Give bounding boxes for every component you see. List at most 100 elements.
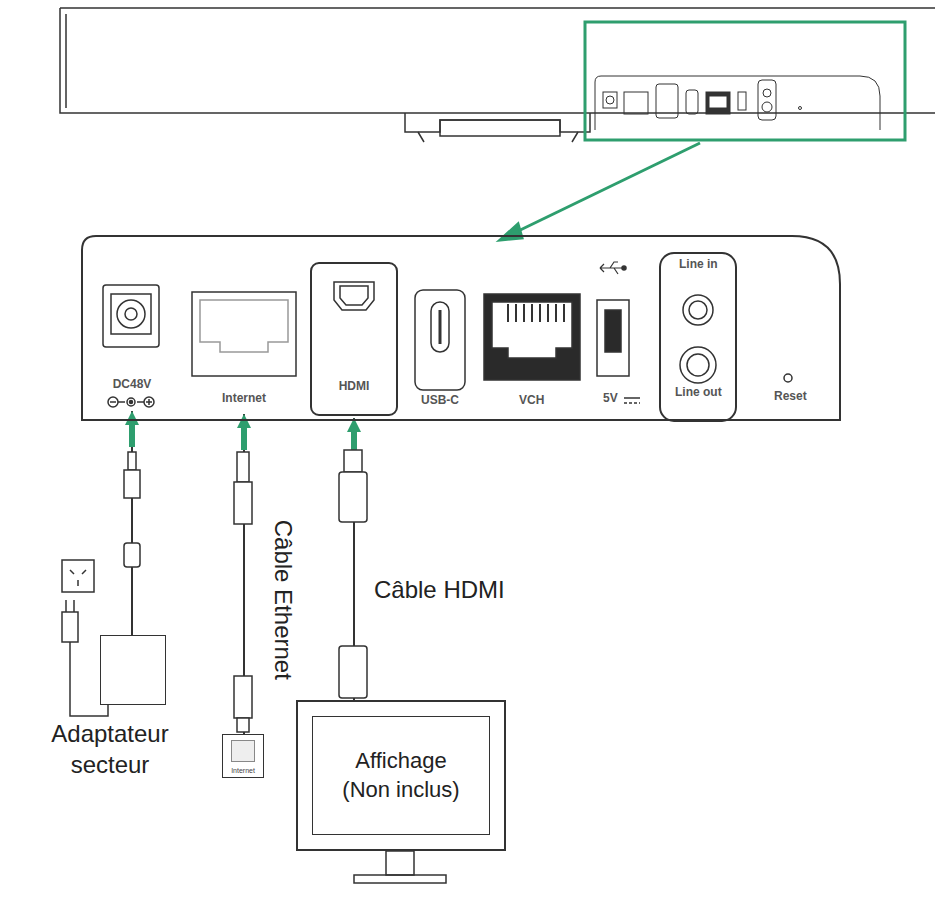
audio-ports [680,347,716,383]
hdmi-plugs [344,697,362,699]
power-adapter: Adaptateur secteur [100,635,166,705]
usb-port [622,266,626,270]
hdmi-port [311,263,397,415]
small-port-panel [709,96,727,108]
reset-button [784,374,792,382]
port-label: Internet [190,392,298,406]
power-port: DC48V [100,283,164,411]
cable-line [131,411,133,635]
hdmi-plugs [344,450,362,472]
port-label: Reset [774,390,807,404]
vch-port [492,302,572,358]
port-label: Line out [675,386,722,400]
dc-port [137,401,144,403]
device-body [418,132,578,142]
jack-label: Internet [223,767,263,775]
hdmi-plugs [339,646,367,698]
ethernet-port [200,300,288,352]
power-cord [62,612,78,642]
small-port-panel [758,80,776,120]
small-port-panel [686,90,698,114]
device-body [405,113,590,132]
vch-port [508,304,564,322]
hdmi-plugs [339,472,367,522]
power-cord [66,600,74,612]
usb-port [624,397,640,399]
ethernet-plugs [237,452,249,482]
dc-plug [128,452,136,470]
hdmi-port: HDMI [310,262,398,418]
hdmi-port [334,282,374,310]
small-port-panel [595,76,880,130]
ethernet-plugs [234,482,252,524]
ethernet-port [192,292,296,376]
small-port-panel [738,92,746,110]
small-port-panel [706,92,730,114]
port-label: HDMI [310,380,398,394]
hdmi-port [340,286,368,305]
dc-port [146,399,152,405]
cable-label: Câble Ethernet [269,520,297,680]
dc-plug [124,470,140,498]
cable-connector [125,411,139,635]
port-label: 5V [603,392,618,406]
dc-port [144,397,154,407]
usb-port [605,310,621,352]
port-panel [82,236,840,420]
zoom-frame [512,143,700,234]
power-cord [62,560,94,592]
small-port-panel [603,92,617,108]
monitor-screen [312,716,490,835]
small-port-panel [595,76,880,130]
small-port-panel [606,96,614,104]
display-label: Affichage (Non inclus) [333,747,469,804]
adapter-label: Adaptateur secteur [35,718,185,780]
arrow-shaft [129,423,135,447]
monitor-stand [386,851,414,875]
power-cord [70,570,86,586]
usbc-port [415,290,465,390]
arrow-shaft [241,426,247,450]
small-port-panel [763,89,771,97]
audio-ports [683,295,713,325]
monitor-stand [354,875,446,883]
usbc-port [415,290,465,390]
usbc-port [431,302,449,352]
cable-label: Câble HDMI [374,576,505,604]
vch-port [484,294,580,380]
small-port-panel [656,84,678,118]
dc-plug [124,452,140,567]
reset-button [784,374,792,382]
jack-socket [231,740,255,762]
dc-port [103,285,159,347]
ethernet-port [192,292,296,376]
usb-port [597,262,640,403]
hdmi-plugs [339,450,367,698]
device-body [60,8,935,142]
usbc-port [439,310,442,344]
arrow-head [125,411,139,425]
wall-jack: Internet [222,734,264,778]
dc-port [110,401,116,403]
audio-ports [687,354,709,376]
small-port-panel [799,107,802,110]
device-body [60,8,935,113]
dc-port [118,401,125,403]
dc-port [111,294,151,334]
ethernet-plugs [234,452,252,732]
usb-port [597,300,629,376]
zoom-frame [500,224,522,240]
usb-port [600,262,624,274]
dc-port [117,300,145,328]
usb-port [624,402,640,404]
port-label: USB-C [421,394,459,408]
audio-ports [660,253,736,421]
port-label: Line in [679,258,718,272]
dc-port [127,398,135,406]
dc-plug [124,543,140,567]
ethernet-plugs [234,676,252,718]
dc-port [125,308,137,320]
small-port-panel [624,92,648,114]
ethernet-plugs [237,718,249,732]
ethernet-port: Internet [190,290,298,414]
